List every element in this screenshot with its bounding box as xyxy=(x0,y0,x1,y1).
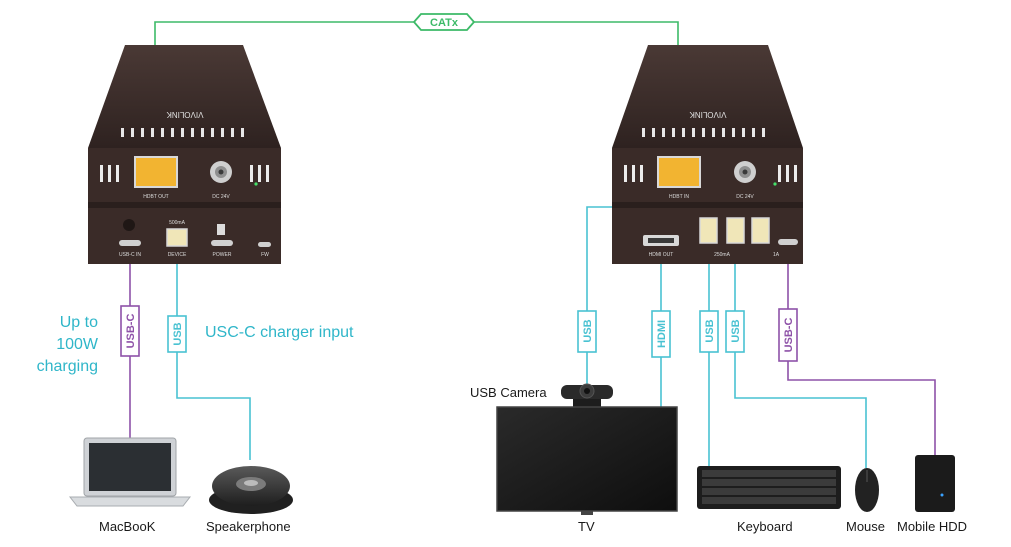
usb-tag-mouse: USB xyxy=(725,310,745,353)
usbc-in-label: USB-C IN xyxy=(119,252,141,258)
mobile-hdd-label: Mobile HDD xyxy=(897,519,968,534)
hdbt-out-label: HDBT OUT xyxy=(143,194,168,200)
mouse-icon xyxy=(855,468,879,512)
power-icon xyxy=(217,224,225,235)
usbc-tag-left-text: USB-C xyxy=(125,314,137,349)
dc-label-rx: DC 24V xyxy=(736,194,754,200)
usb-tag-keyboard-text: USB xyxy=(704,319,716,342)
power-label: POWER xyxy=(213,252,232,258)
device-current-label: 500mA xyxy=(169,220,186,226)
transmitter-unit: VIVOLINK HDBT OUT DC 24V USB-C IN 500mA … xyxy=(88,45,281,264)
hdbt-in-label: HDBT IN xyxy=(669,194,689,200)
usb-port-3 xyxy=(751,217,770,244)
led-indicator-rx xyxy=(773,182,777,186)
usbc-port-rx xyxy=(778,239,798,245)
usb-cable-mouse xyxy=(734,242,867,468)
usb-tag-keyboard: USB xyxy=(699,310,719,353)
usb-current-250: 250mA xyxy=(714,252,731,258)
usb-port-1 xyxy=(699,217,718,244)
hdmi-tag: HDMI xyxy=(651,310,671,358)
mouse-label: Mouse xyxy=(846,519,886,534)
catx-tag: CATx xyxy=(412,13,476,31)
charger-input-annotation: USC-C charger input xyxy=(205,324,354,341)
usbc-in-port xyxy=(119,240,141,246)
led-indicator xyxy=(254,182,258,186)
usbc-tag-right: USB-C xyxy=(778,308,798,362)
usbc-tag-right-text: USB-C xyxy=(783,318,795,353)
hdbt-out-port xyxy=(134,156,178,188)
usb-port-2 xyxy=(726,217,745,244)
keyboard-icon xyxy=(697,466,841,509)
usb-cable-speakerphone xyxy=(176,242,251,460)
hdmi-tag-text: HDMI xyxy=(656,320,668,348)
usb-tag-left-text: USB xyxy=(172,322,184,345)
tv-icon xyxy=(496,406,678,515)
usbc-tag-left: USB-C xyxy=(120,305,140,357)
charging-line-2: charging xyxy=(36,358,98,375)
macbook-icon xyxy=(68,437,192,507)
speakerphone-icon xyxy=(209,466,293,514)
dc-label-tx: DC 24V xyxy=(212,194,230,200)
hdbt-in-port xyxy=(657,156,701,188)
transmitter-brand: VIVOLINK xyxy=(166,110,204,119)
device-label: DEVICE xyxy=(168,252,187,258)
receiver-unit: VIVOLINK HDBT IN DC 24V HDMI OUT 250mA 1… xyxy=(612,45,803,264)
usb-current-1a: 1A xyxy=(773,252,780,258)
charging-line-1: Up to 100W xyxy=(56,314,98,353)
usb-tag-left: USB xyxy=(167,315,187,353)
usbc-cable-hdd xyxy=(787,244,936,455)
keyboard-label: Keyboard xyxy=(737,519,793,534)
usb-camera-icon xyxy=(561,383,613,407)
speakerphone-label: Speakerphone xyxy=(206,519,291,534)
fw-label: FW xyxy=(261,252,269,258)
usb-tag-tv: USB xyxy=(577,310,597,353)
power-port xyxy=(211,240,233,246)
charging-annotation: Up to 100W charging xyxy=(18,312,98,378)
receiver-brand: VIVOLINK xyxy=(689,110,727,119)
catx-label: CATx xyxy=(430,17,459,29)
usb-tag-mouse-text: USB xyxy=(730,319,742,342)
device-usb-port xyxy=(166,228,188,247)
fw-port xyxy=(258,242,271,247)
hdmi-out-label: HDMI OUT xyxy=(649,252,674,258)
usbc-in-led xyxy=(123,219,135,231)
usb-camera-label: USB Camera xyxy=(470,385,547,400)
tv-label: TV xyxy=(578,519,595,534)
hdd-icon xyxy=(915,455,955,512)
macbook-label: MacBooK xyxy=(99,519,156,534)
usb-tag-tv-text: USB xyxy=(582,319,594,342)
